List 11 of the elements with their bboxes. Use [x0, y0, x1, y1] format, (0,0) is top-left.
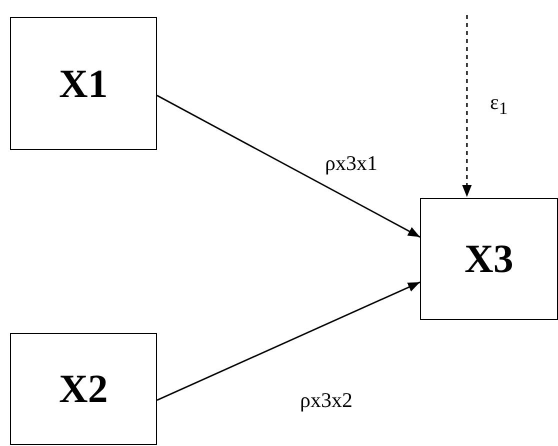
edge-label: ρx3x1 — [325, 153, 378, 174]
arrow — [156, 94, 420, 238]
variable-box — [10, 333, 157, 445]
arrow — [156, 282, 420, 401]
variable-box — [10, 17, 157, 150]
edge-label: ρx3x2 — [300, 390, 352, 411]
variable-name: X2 — [59, 369, 108, 409]
arrow — [462, 15, 472, 197]
variable-name: X3 — [464, 239, 514, 279]
variable-box — [420, 198, 558, 320]
variable-name: X1 — [59, 64, 108, 104]
